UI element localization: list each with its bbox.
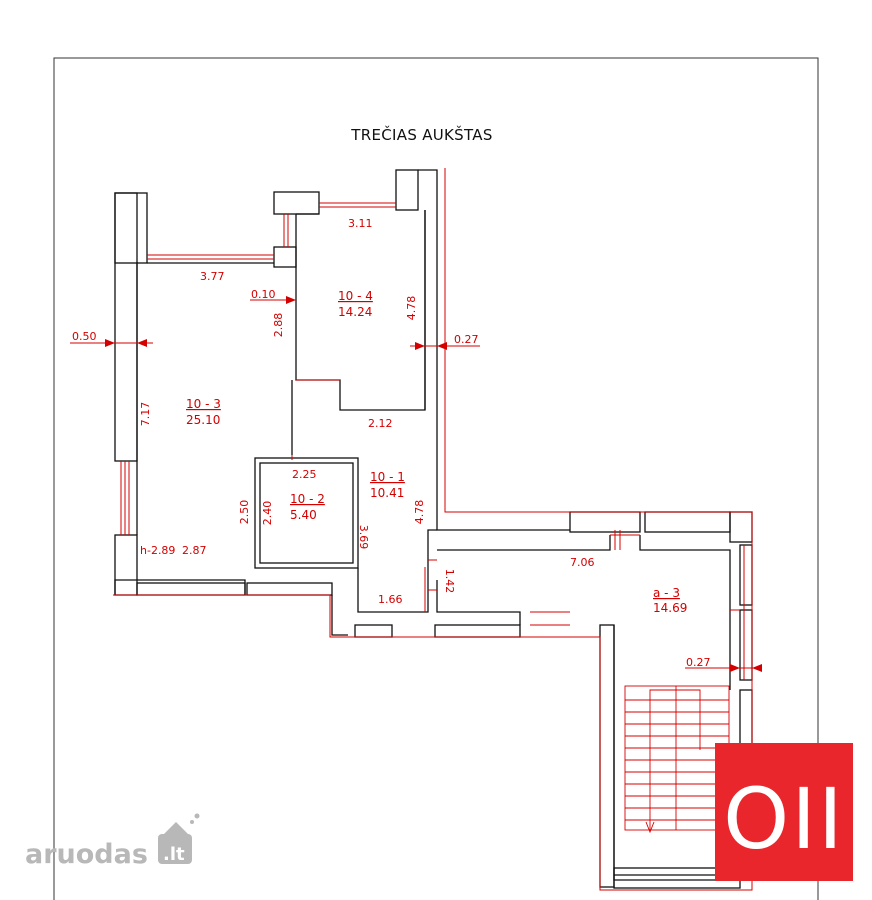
dim-label: 3.11: [348, 217, 373, 230]
room-id-10-2: 10 - 2: [290, 492, 325, 506]
walls: [114, 169, 753, 889]
room-id-10-3: 10 - 3: [186, 397, 221, 411]
room-id-a-3: a - 3: [653, 586, 680, 600]
room-labels: 10 - 4 14.24 10 - 3 25.10 10 - 1 10.41 1…: [186, 289, 687, 615]
dimension-labels: 3.11 3.77 0.10 2.88 4.78 0.50 0.27 7.17 …: [72, 217, 711, 669]
badge-background: [715, 743, 853, 881]
dim-label: 2.25: [292, 468, 317, 481]
room-area-10-3: 25.10: [186, 413, 220, 427]
dim-label: 2.88: [272, 313, 285, 338]
dim-label: 3.77: [200, 270, 225, 283]
dim-label: 4.78: [413, 500, 426, 525]
dimension-lines: [70, 168, 762, 891]
dim-label: 0.10: [251, 288, 276, 301]
dim-label: 0.27: [686, 656, 711, 669]
aruodas-watermark: aruodas .lt: [25, 813, 200, 870]
dim-label: h-2.89: [140, 544, 175, 557]
dim-label: 7.06: [570, 556, 595, 569]
sheet-frame: [53, 57, 819, 900]
dim-label: 2.12: [368, 417, 393, 430]
dim-label: 1.66: [378, 593, 403, 606]
dim-label: 1.42: [443, 569, 456, 594]
dim-label: 2.87: [182, 544, 207, 557]
room-area-10-4: 14.24: [338, 305, 372, 319]
room-area-a-3: 14.69: [653, 601, 687, 615]
badge-text: OII: [723, 770, 845, 868]
dim-label: 0.27: [454, 333, 479, 346]
dim-label: 2.50: [238, 500, 251, 525]
dim-label: 0.50: [72, 330, 97, 343]
room-id-10-4: 10 - 4: [338, 289, 373, 303]
house-icon: [158, 834, 192, 864]
stair-treads: [624, 685, 730, 834]
dim-label: 2.40: [261, 501, 274, 526]
roof-icon: [162, 822, 190, 836]
room-area-10-1: 10.41: [370, 486, 404, 500]
watermark-tld: .lt: [163, 844, 185, 865]
dim-label: 4.78: [405, 296, 418, 321]
dimension-arrows: [105, 296, 762, 672]
brand-badge: OII: [715, 743, 853, 881]
dim-label: 3.69: [357, 525, 370, 550]
dim-label: 7.17: [139, 402, 152, 427]
room-area-10-2: 5.40: [290, 508, 317, 522]
watermark-brand: aruodas: [25, 839, 148, 870]
plan-title: TREČIAS AUKŠTAS: [350, 125, 492, 144]
room-id-10-1: 10 - 1: [370, 470, 405, 484]
